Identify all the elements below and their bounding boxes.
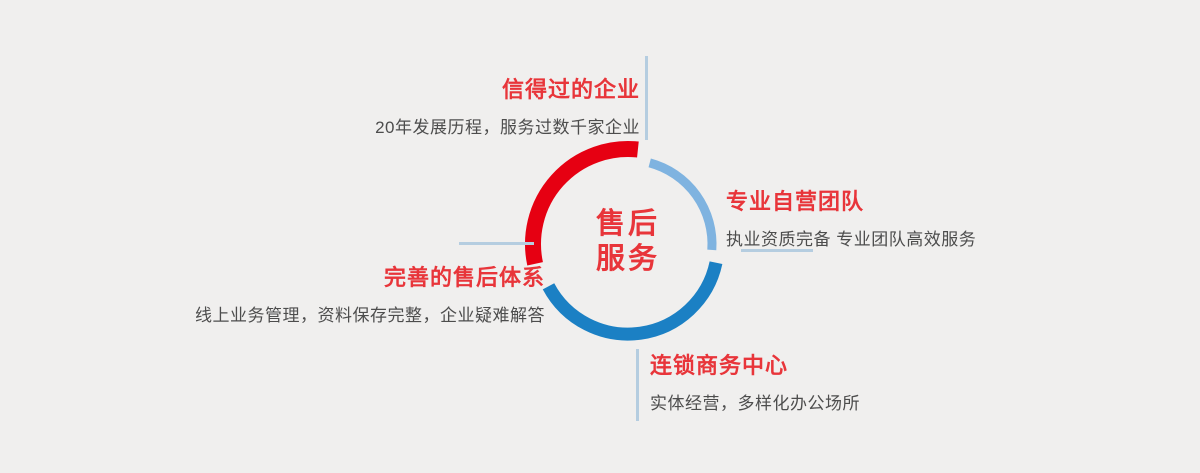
connector-bottom	[636, 349, 639, 421]
center-label: 售后 服务	[566, 207, 690, 277]
feature-right-title: 专业自营团队	[726, 189, 865, 214]
feature-left-subtitle: 线上业务管理，资料保存完整，企业疑难解答	[195, 306, 545, 325]
connector-left	[459, 242, 534, 245]
feature-right: 专业自营团队 执业资质完备 专业团队高效服务	[726, 184, 976, 250]
feature-right-subtitle: 执业资质完备 专业团队高效服务	[726, 230, 977, 249]
ring-arc-dark-blue	[542, 261, 723, 341]
feature-left-title: 完善的售后体系	[383, 265, 545, 290]
feature-top-title: 信得过的企业	[501, 77, 640, 102]
ring-arc-light-blue	[648, 158, 717, 251]
feature-top-subtitle: 20年发展历程，服务过数千家企业	[375, 118, 640, 137]
center-label-line2: 服务	[595, 243, 660, 275]
service-ring-graphic	[525, 141, 723, 341]
feature-left: 完善的售后体系 线上业务管理，资料保存完整，企业疑难解答	[195, 260, 545, 326]
feature-bottom-title: 连锁商务中心	[650, 353, 789, 378]
connector-top	[645, 56, 648, 140]
feature-bottom: 连锁商务中心 实体经营，多样化办公场所	[650, 348, 860, 414]
ring-arc-red	[525, 141, 639, 266]
center-label-line1: 售后	[595, 208, 660, 240]
feature-bottom-subtitle: 实体经营，多样化办公场所	[650, 394, 860, 413]
feature-top: 信得过的企业 20年发展历程，服务过数千家企业	[375, 72, 640, 138]
connector-right	[741, 249, 813, 252]
